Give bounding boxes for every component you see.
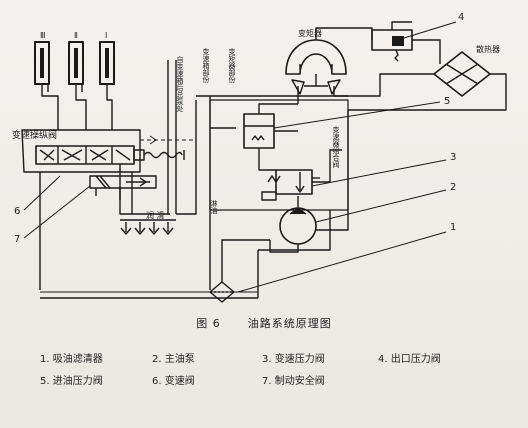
- oil-tank: [39, 172, 259, 299]
- legend-item-6: 6. 变速阀: [152, 376, 195, 387]
- gear-label-2: Ⅱ: [74, 31, 78, 40]
- converter-section-label: 变矩器部份: [228, 47, 236, 84]
- callout-2: 2: [450, 182, 456, 193]
- callout-1: 1: [450, 222, 456, 233]
- inlet-pressure-valve-5: [243, 103, 298, 171]
- callout-7: 7: [14, 234, 20, 245]
- shift-valve-label: 变速操纵阀: [12, 129, 57, 141]
- torque-converter: [285, 27, 373, 104]
- callout-5: 5: [444, 96, 450, 107]
- lubrication-outlets: [120, 219, 176, 235]
- legend-item-4: 4. 出口压力阀: [378, 354, 441, 365]
- callout-3: 3: [450, 152, 456, 163]
- legend-item-7: 7. 制动安全阀: [262, 376, 325, 387]
- legend-item-1: 1. 吸油滤清器: [40, 354, 103, 365]
- gear-label-1: Ⅰ: [105, 31, 107, 40]
- caption-number: 图 6: [196, 317, 221, 330]
- shift-pressure-valve-3: [261, 149, 342, 201]
- callout-6: 6: [14, 206, 20, 217]
- gearbox-section-label: 变速箱部份: [202, 47, 210, 84]
- callout-leaders: [23, 21, 457, 293]
- suction-filter-1: [209, 239, 270, 303]
- lubrication-label: 润 滑: [146, 210, 165, 220]
- callout-4: 4: [458, 12, 464, 23]
- main-oil-pump-2: [269, 196, 317, 253]
- gear-label-3: Ⅲ: [40, 31, 46, 40]
- brake-safety-valve-7: [89, 175, 157, 196]
- legend-item-2: 2. 主油泵: [152, 354, 195, 365]
- valve-group-label: 变速器组合阀: [332, 125, 340, 169]
- caption-title: 油路系统原理图: [247, 317, 332, 330]
- legend-item-5: 5. 进油压力阀: [40, 376, 103, 387]
- cooling-oil-label: 淋油: [210, 199, 218, 215]
- outlet-pressure-valve-4: [371, 21, 441, 64]
- legend-item-3: 3. 变速压力阀: [262, 354, 325, 365]
- figure-caption: 图 6 油路系统原理图: [0, 315, 528, 331]
- radiator-label: 散热器: [476, 44, 500, 54]
- torque-converter-label: 变矩器: [298, 28, 322, 38]
- gear-position-indicators: [34, 41, 115, 130]
- radiator: [348, 51, 507, 111]
- gearbox-pump-label: 自变速箱后总泵处: [176, 55, 184, 113]
